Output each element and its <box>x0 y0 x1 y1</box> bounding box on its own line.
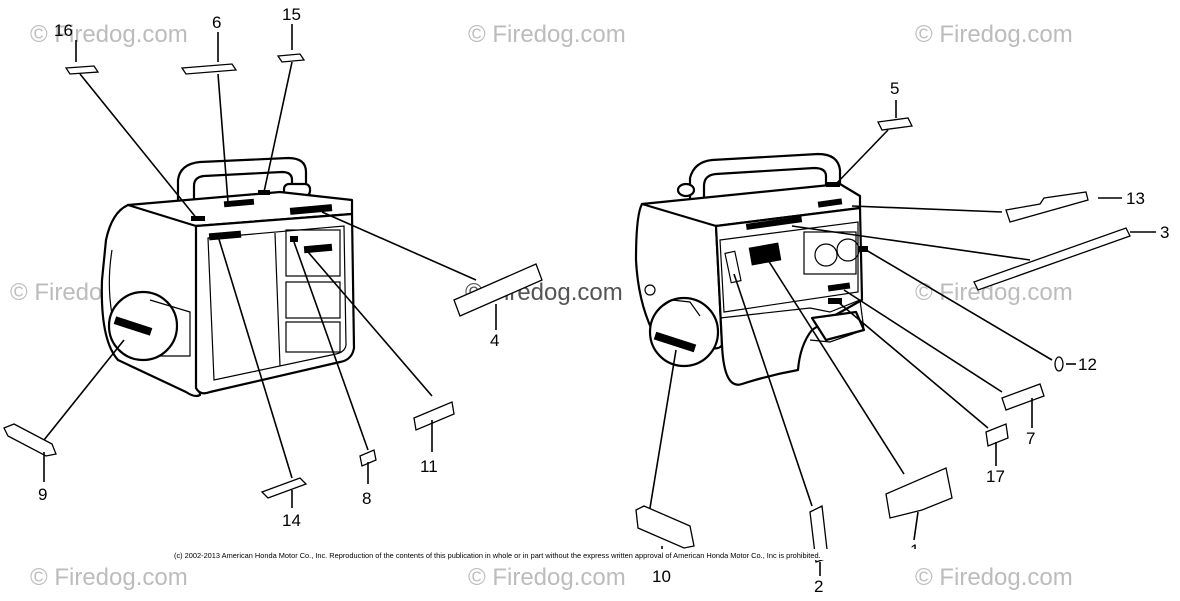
watermark-top-center: © Firedog.com <box>468 21 626 48</box>
watermark-bottom-center: © Firedog.com <box>468 564 626 591</box>
watermark-bottom-left: © Firedog.com <box>30 564 188 591</box>
callout-4: 4 <box>490 331 499 350</box>
copyright-notice: (c) 2002-2013 American Honda Motor Co., … <box>174 551 821 560</box>
callout-5: 5 <box>890 79 899 98</box>
decal-4-part <box>453 263 543 317</box>
decal-16-part <box>64 65 100 75</box>
decal-13-part <box>1005 191 1089 223</box>
watermark-top-left: © Firedog.com <box>30 21 188 48</box>
decal-9-part <box>3 423 57 457</box>
decal-11-part <box>413 401 455 431</box>
decal-15-part <box>276 53 306 63</box>
decal-6-part <box>180 63 238 75</box>
decal-14-part <box>260 477 308 499</box>
callout-9: 9 <box>38 485 47 504</box>
callout-8: 8 <box>362 489 371 508</box>
decal-7-part <box>1001 383 1045 411</box>
callout-2: 2 <box>814 577 823 596</box>
callout-16: 16 <box>54 21 73 40</box>
callout-7: 7 <box>1026 429 1035 448</box>
generator-rear-view <box>634 152 868 386</box>
decal-12-part <box>1054 356 1064 372</box>
decal-5-part <box>877 117 913 131</box>
callout-3: 3 <box>1160 223 1169 242</box>
callout-6: 6 <box>212 13 221 32</box>
callout-15: 15 <box>282 5 301 24</box>
callout-12: 12 <box>1078 355 1097 374</box>
decal-1-part <box>885 467 953 519</box>
decal-8-part <box>359 449 377 467</box>
callout-14: 14 <box>282 511 301 530</box>
detached-decals <box>3 53 1131 563</box>
decal-3-part <box>973 227 1131 291</box>
callout-10: 10 <box>652 567 671 586</box>
callout-11: 11 <box>420 457 438 476</box>
decal-10-part <box>635 505 695 549</box>
watermark-top-right: © Firedog.com <box>915 21 1073 48</box>
leader-lines <box>43 24 1156 576</box>
callout-13: 13 <box>1126 189 1145 208</box>
watermark-bottom-right: © Firedog.com <box>915 564 1073 591</box>
copyright-backdrop <box>168 549 998 560</box>
decal-17-part <box>985 423 1009 447</box>
callout-17: 17 <box>986 467 1005 486</box>
